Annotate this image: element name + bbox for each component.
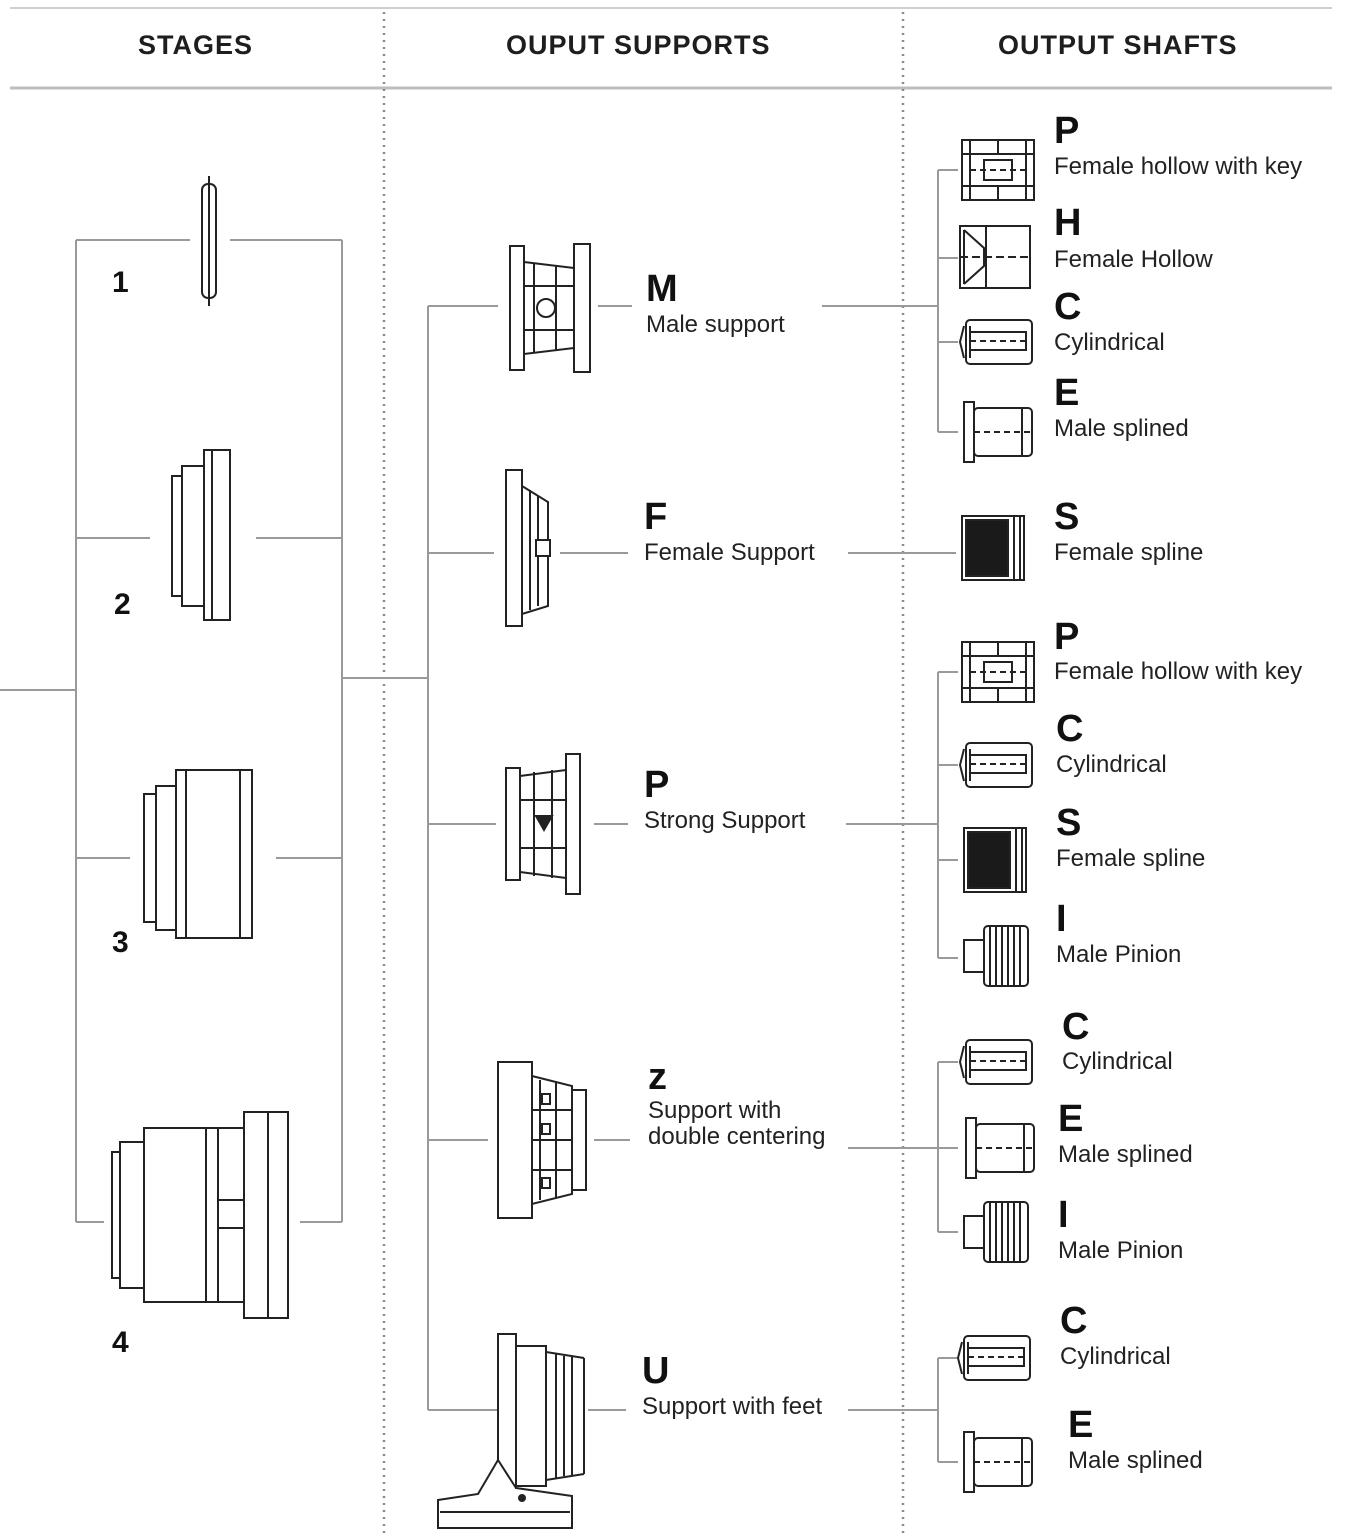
shaft-p-4-label: Male Pinion (1056, 941, 1182, 968)
shaft-f-1-code: S (1054, 496, 1080, 538)
shaft-female-hollow-icon (959, 225, 1031, 289)
support-p-label: Strong Support (644, 807, 806, 834)
support-p-code: P (644, 764, 670, 806)
shaft-p-1-label: Female hollow with key (1054, 658, 1303, 685)
shaft-f-1-label: Female spline (1054, 539, 1204, 566)
shaft-m-2-label: Female Hollow (1054, 246, 1213, 273)
shaft-m-2-code: H (1054, 202, 1082, 244)
shaft-u-2-label: Male splined (1068, 1447, 1203, 1474)
connector-lines (0, 169, 958, 1463)
shaft-m-4-label: Male splined (1054, 415, 1189, 442)
shaft-male-splined-icon (963, 1431, 1033, 1493)
stage-4-drawing (111, 1111, 289, 1319)
shaft-z-3-label: Male Pinion (1058, 1237, 1184, 1264)
support-m-drawing (509, 243, 591, 373)
shaft-m-3-label: Cylindrical (1054, 329, 1165, 356)
shaft-z-2-label: Male splined (1058, 1141, 1193, 1168)
header-stages: STAGES (138, 30, 254, 60)
shaft-cylindrical-icon (957, 1335, 1031, 1381)
shaft-m-4-code: E (1054, 372, 1080, 414)
shaft-z-3-code: I (1058, 1194, 1069, 1236)
shaft-m-3-code: C (1054, 286, 1082, 328)
shaft-u-1-code: C (1060, 1300, 1088, 1342)
support-z-drawing (497, 1061, 587, 1219)
support-f-code: F (644, 496, 668, 538)
shaft-p-2-label: Cylindrical (1056, 751, 1167, 778)
stage-4-label: 4 (112, 1326, 129, 1359)
support-u-drawing (437, 1333, 585, 1529)
shaft-male-pinion-icon (963, 1201, 1029, 1263)
stage-1-label: 1 (112, 266, 129, 299)
shaft-female-hollow-key-icon (961, 139, 1035, 201)
header-output-shafts: OUTPUT SHAFTS (998, 30, 1238, 60)
support-m-code: M (646, 268, 678, 310)
stage-1-drawing (201, 176, 217, 306)
support-u-code: U (642, 1350, 670, 1392)
header-output-supports: OUPUT SUPPORTS (506, 30, 771, 60)
support-z-label-line2: double centering (648, 1123, 826, 1150)
support-z-code: z (648, 1056, 667, 1098)
shaft-female-spline-icon (963, 827, 1027, 893)
shaft-p-3-label: Female spline (1056, 845, 1206, 872)
shaft-p-1-code: P (1054, 616, 1080, 658)
support-f-label: Female Support (644, 539, 815, 566)
support-m-label: Male support (646, 311, 785, 338)
shaft-p-3-code: S (1056, 802, 1082, 844)
support-u-label: Support with feet (642, 1393, 823, 1420)
stage-3-drawing (143, 769, 253, 939)
shaft-u-2-code: E (1068, 1404, 1094, 1446)
support-f-drawing (505, 469, 551, 627)
stage-3-label: 3 (112, 926, 129, 959)
shaft-z-1-code: C (1062, 1006, 1090, 1048)
shaft-p-2-code: C (1056, 708, 1084, 750)
shaft-p-4-code: I (1056, 898, 1067, 940)
shaft-male-splined-icon (963, 401, 1033, 463)
shaft-z-1-label: Cylindrical (1062, 1048, 1173, 1075)
shaft-u-1-label: Cylindrical (1060, 1343, 1171, 1370)
shaft-male-pinion-icon (963, 925, 1029, 987)
shaft-m-1-code: P (1054, 110, 1080, 152)
shaft-cylindrical-icon (959, 1039, 1033, 1085)
support-p-drawing (505, 753, 581, 895)
shaft-cylindrical-icon (959, 742, 1033, 788)
shaft-female-spline-icon (961, 515, 1025, 581)
support-z-label-line1: Support with (648, 1097, 782, 1124)
shaft-female-hollow-key-icon (961, 641, 1035, 703)
stage-2-label: 2 (114, 588, 131, 621)
shaft-male-splined-icon (965, 1117, 1035, 1179)
shaft-z-2-code: E (1058, 1098, 1084, 1140)
shaft-cylindrical-icon (959, 319, 1033, 365)
stage-2-drawing (171, 449, 231, 621)
shaft-m-1-label: Female hollow with key (1054, 153, 1303, 180)
